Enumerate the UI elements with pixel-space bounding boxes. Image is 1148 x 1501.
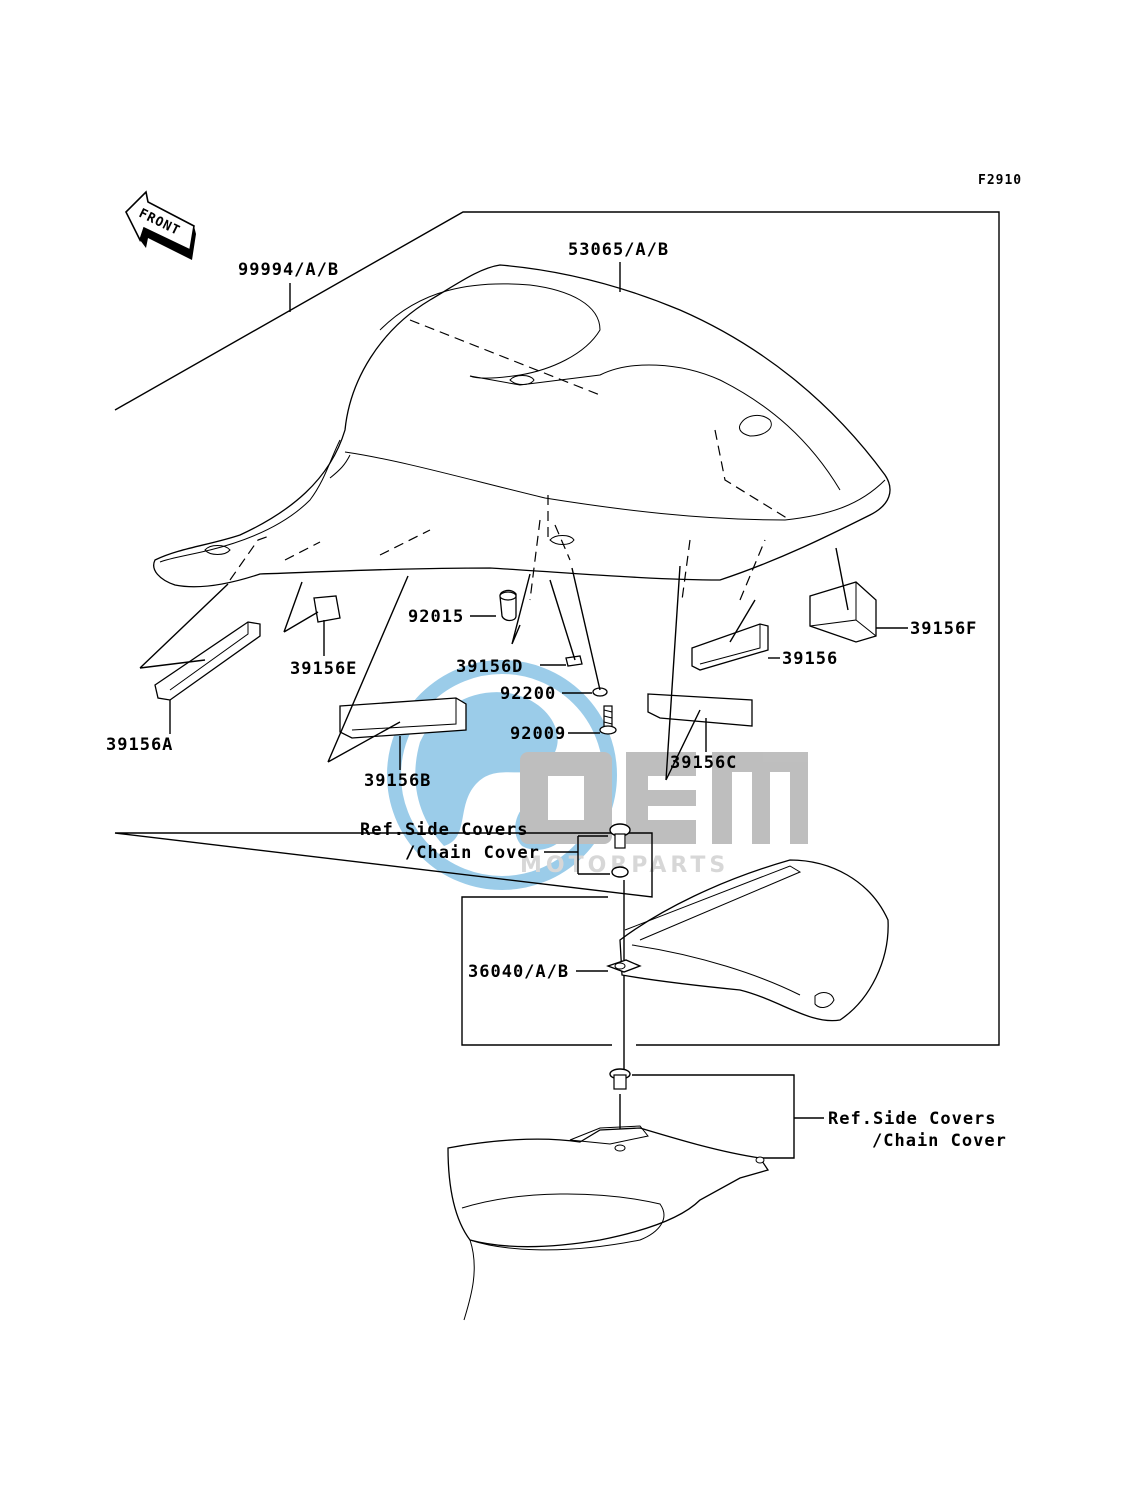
ref-bracket-lower	[632, 1074, 824, 1159]
pad-39156E	[283, 581, 341, 633]
pad-39156D	[549, 579, 583, 667]
bushing-92015	[499, 589, 517, 622]
leader-92015-lines	[511, 573, 531, 645]
label-39156B: 39156B	[364, 771, 431, 791]
label-99994: 99994/A/B	[238, 260, 339, 280]
ref-bracket-upper	[544, 835, 610, 875]
bolt-upper	[609, 823, 631, 849]
label-39156D: 39156D	[456, 657, 523, 677]
washer-92200	[571, 567, 608, 697]
ref-upper-line2: /Chain Cover	[405, 843, 540, 863]
pad-39156	[691, 599, 769, 671]
front-arrow-icon: FRONT	[125, 190, 196, 260]
pad-39156C	[647, 565, 753, 781]
label-39156: 39156	[782, 649, 838, 669]
assembly-frame	[114, 211, 1000, 1046]
grommet-36040	[606, 959, 642, 973]
side-cover-panel	[619, 859, 889, 1022]
label-39156A: 39156A	[106, 735, 173, 755]
ref-lower-line1: Ref.Side Covers	[828, 1109, 997, 1129]
ref-upper-line1: Ref.Side Covers	[360, 820, 529, 840]
screw-92009	[599, 705, 617, 735]
seat-cover-cowl	[153, 264, 891, 601]
oem-logo	[520, 752, 808, 844]
washer-lower	[611, 866, 629, 878]
label-36040: 36040/A/B	[468, 962, 569, 982]
label-92015: 92015	[408, 607, 464, 627]
label-53065: 53065/A/B	[568, 240, 669, 260]
label-39156E: 39156E	[290, 659, 357, 679]
label-92200: 92200	[500, 684, 556, 704]
label-39156C: 39156C	[670, 753, 737, 773]
label-39156F: 39156F	[910, 619, 977, 639]
ref-lower-line2: /Chain Cover	[872, 1131, 1007, 1151]
diagram-code: F2910	[978, 173, 1022, 188]
pad-39156A	[139, 583, 261, 701]
rivet-lower	[609, 1068, 631, 1090]
watermark: MOTORPARTS	[387, 660, 808, 890]
pad-39156B	[327, 575, 467, 763]
chain-cover-lower	[447, 1125, 770, 1321]
label-92009: 92009	[510, 724, 566, 744]
pad-39156F	[809, 547, 877, 643]
